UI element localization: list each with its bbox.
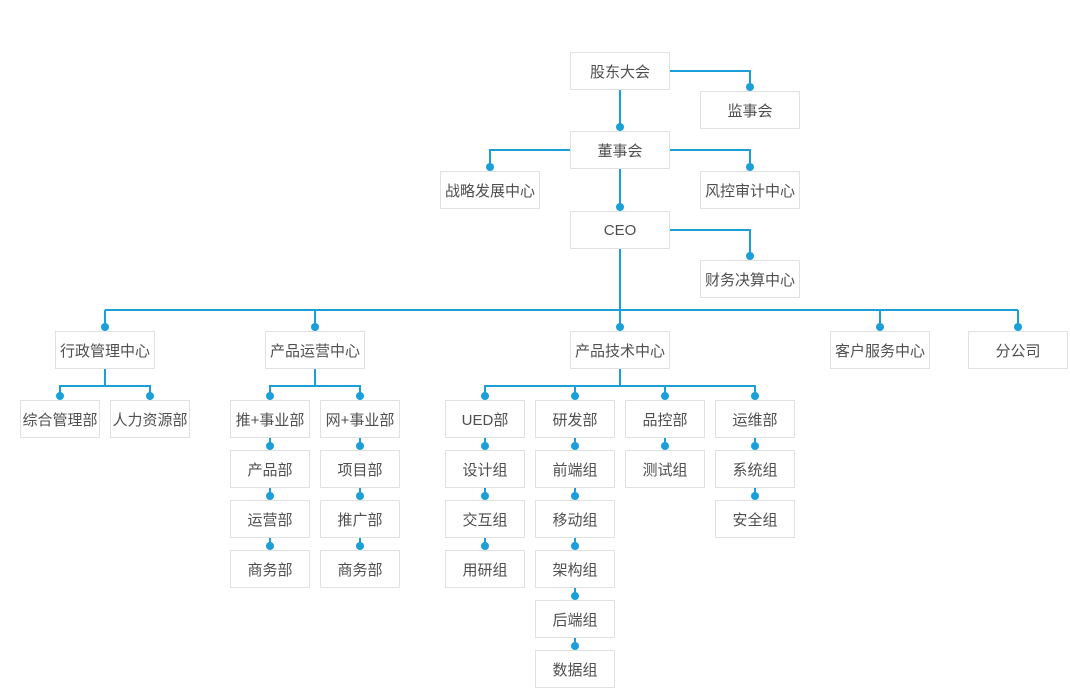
node-board-of-directors: 董事会 xyxy=(570,131,670,169)
node-system-group: 系统组 xyxy=(715,450,795,488)
node-security-group: 安全组 xyxy=(715,500,795,538)
node-ceo: CEO xyxy=(570,211,670,249)
node-operation-dept: 运营部 xyxy=(230,500,310,538)
node-tech-center: 产品技术中心 xyxy=(570,331,670,369)
node-test-group: 测试组 xyxy=(625,450,705,488)
edge-ceo-finance xyxy=(670,229,751,256)
node-general-admin-dept: 综合管理部 xyxy=(20,400,100,438)
node-service-center: 客户服务中心 xyxy=(830,331,930,369)
node-wang-business-dept: 商务部 xyxy=(320,550,400,588)
node-tui-division: 推+事业部 xyxy=(230,400,310,438)
node-om-dept: 运维部 xyxy=(715,400,795,438)
node-project-dept: 项目部 xyxy=(320,450,400,488)
edge-board-strategy xyxy=(489,149,570,167)
node-strategy-center: 战略发展中心 xyxy=(440,171,540,209)
node-data-group: 数据组 xyxy=(535,650,615,688)
node-arch-group: 架构组 xyxy=(535,550,615,588)
node-wang-division: 网+事业部 xyxy=(320,400,400,438)
node-hr-dept: 人力资源部 xyxy=(110,400,190,438)
node-qc-dept: 品控部 xyxy=(625,400,705,438)
node-interaction-group: 交互组 xyxy=(445,500,525,538)
node-product-dept: 产品部 xyxy=(230,450,310,488)
node-research-group: 用研组 xyxy=(445,550,525,588)
node-shareholders-meeting: 股东大会 xyxy=(570,52,670,90)
node-rd-dept: 研发部 xyxy=(535,400,615,438)
node-backend-group: 后端组 xyxy=(535,600,615,638)
edge-shareholders-supervisory xyxy=(670,70,751,87)
trunk-stubs xyxy=(104,310,1019,327)
node-admin-center: 行政管理中心 xyxy=(55,331,155,369)
node-finance-center: 财务决算中心 xyxy=(700,260,800,298)
node-ued-dept: UED部 xyxy=(445,400,525,438)
node-ops-center: 产品运营中心 xyxy=(265,331,365,369)
fan-tech xyxy=(484,369,756,396)
node-frontend-group: 前端组 xyxy=(535,450,615,488)
connector-dots xyxy=(56,83,1022,650)
node-promotion-dept: 推广部 xyxy=(320,500,400,538)
node-supervisory-board: 监事会 xyxy=(700,91,800,129)
node-tui-business-dept: 商务部 xyxy=(230,550,310,588)
node-risk-audit-center: 风控审计中心 xyxy=(700,171,800,209)
edge-board-risk xyxy=(670,149,751,167)
fan-ops xyxy=(269,369,361,396)
fan-admin xyxy=(59,369,151,396)
node-design-group: 设计组 xyxy=(445,450,525,488)
node-mobile-group: 移动组 xyxy=(535,500,615,538)
node-branch-company: 分公司 xyxy=(968,331,1068,369)
